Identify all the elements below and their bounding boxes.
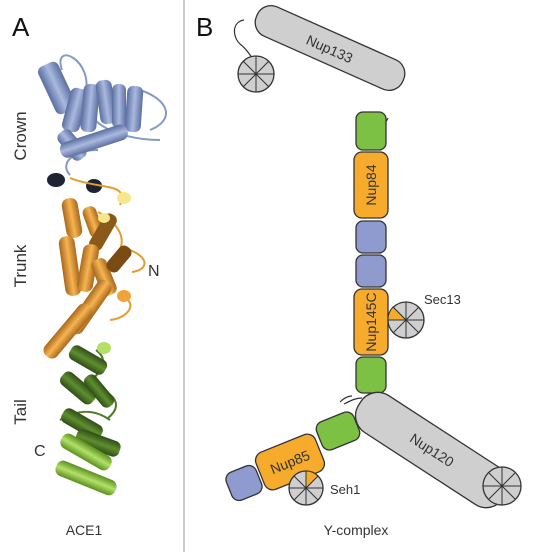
seh1-label: Seh1 <box>330 482 360 497</box>
nup84-green-domain <box>355 111 387 151</box>
trunk-helices <box>43 192 132 359</box>
nup84 <box>353 151 389 219</box>
ace1-structure <box>38 54 167 496</box>
n-terminus-label: N <box>148 263 160 280</box>
ace1-caption: ACE1 <box>66 522 103 538</box>
nup84-label: Nup84 <box>363 164 379 205</box>
tail-label: Tail <box>11 399 30 425</box>
crown-label: Crown <box>11 111 30 160</box>
crown-helices <box>38 61 144 193</box>
seh1-propeller <box>288 470 324 506</box>
sec13-propeller <box>387 301 425 339</box>
tail-helices <box>55 342 121 496</box>
y-complex-caption: Y-complex <box>324 522 389 538</box>
nup145c-green-domain <box>355 356 387 394</box>
y-complex-diagram: Nup133 Nup84 Nup145C Sec13 Nup85 <box>225 4 522 509</box>
panel-b-letter: B <box>196 12 213 42</box>
nup84-blue-domain <box>355 220 387 254</box>
nup120-propeller <box>482 466 522 506</box>
sec13-label: Sec13 <box>424 292 461 307</box>
nup133-propeller <box>237 55 275 93</box>
nup145c-blue-domain <box>355 254 387 288</box>
trunk-label: Trunk <box>11 244 30 287</box>
c-terminus-label: C <box>34 443 46 460</box>
nup85-blue-domain <box>225 464 263 502</box>
nup145c-label: Nup145C <box>363 292 379 351</box>
panel-a-letter: A <box>12 12 30 42</box>
